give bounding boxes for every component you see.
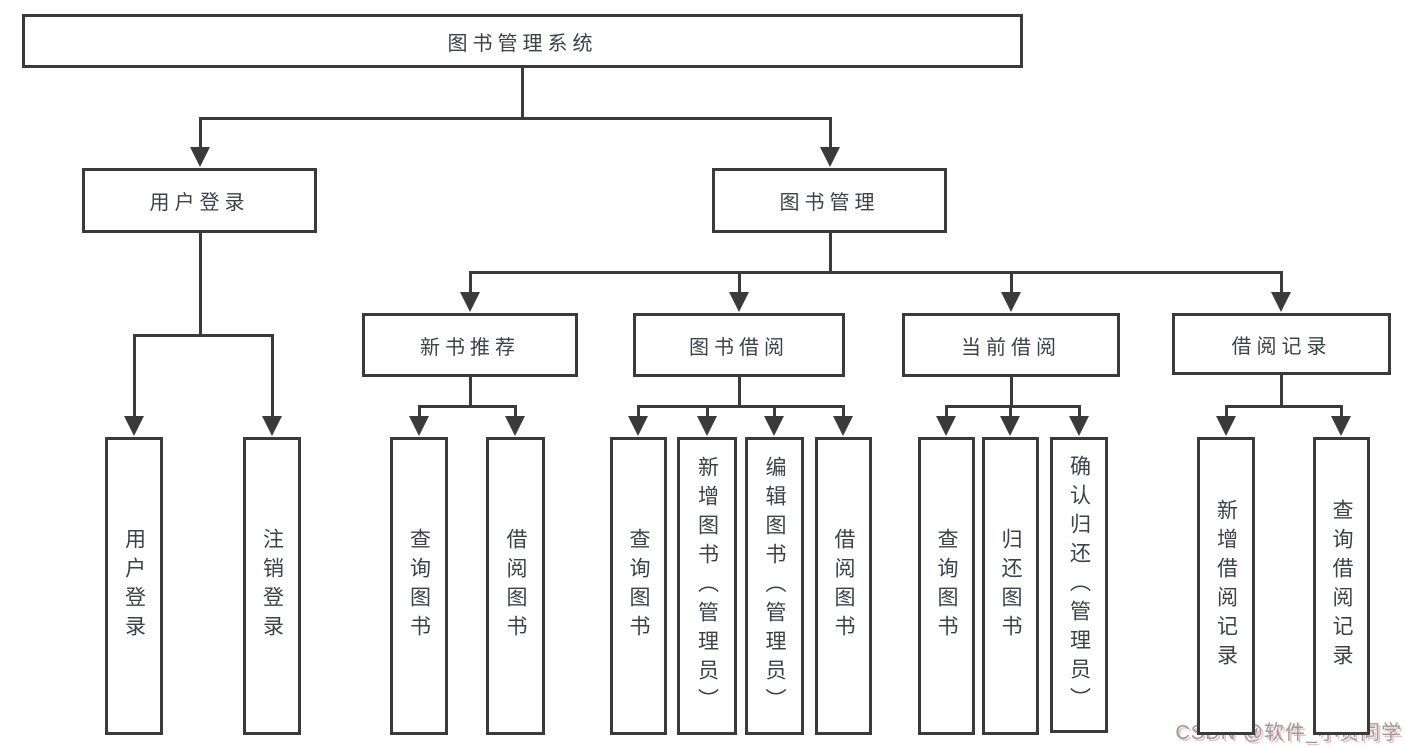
node-nbr-query: 查询图书	[390, 437, 448, 735]
node-bb-add: 新增图书（管理员）	[677, 437, 737, 735]
node-cb-query: 查询图书	[918, 437, 975, 735]
node-br-add-label: 新增借阅记录	[1214, 499, 1238, 673]
node-book-borrow-label: 图书借阅	[689, 336, 789, 359]
arrow-down-icon	[1069, 416, 1089, 436]
arrow-down-icon	[460, 292, 480, 312]
node-borrow-records-label: 借阅记录	[1231, 335, 1332, 358]
connector-line	[133, 334, 273, 337]
node-user-login: 用户登录	[105, 437, 163, 735]
connector-line	[1010, 271, 1013, 294]
node-logout: 注销登录	[243, 437, 301, 735]
node-root: 图书管理系统	[22, 14, 1023, 68]
arrow-down-icon	[1331, 416, 1351, 436]
node-book-mgmt-group: 图书管理	[712, 168, 947, 233]
connector-line	[469, 271, 1282, 274]
arrow-down-icon	[1001, 292, 1021, 312]
arrow-down-icon	[262, 416, 282, 436]
node-cb-confirm-label: 确认归还（管理员）	[1067, 454, 1091, 716]
node-book-borrow: 图书借阅	[633, 313, 845, 377]
connector-line	[199, 117, 831, 120]
connector-line	[829, 117, 832, 149]
arrow-down-icon	[820, 147, 840, 167]
connector-line	[418, 405, 516, 408]
arrow-down-icon	[1000, 416, 1020, 436]
connector-line	[1010, 377, 1013, 408]
node-br-add: 新增借阅记录	[1197, 437, 1255, 735]
arrow-down-icon	[1216, 416, 1236, 436]
arrow-down-icon	[505, 416, 525, 436]
arrow-down-icon	[1271, 292, 1291, 312]
node-bb-query-label: 查询图书	[627, 528, 650, 644]
arrow-down-icon	[833, 416, 853, 436]
arrow-down-icon	[697, 416, 717, 436]
node-borrow-records: 借阅记录	[1172, 313, 1391, 375]
node-cb-query-label: 查询图书	[935, 528, 958, 644]
connector-line	[945, 405, 1080, 408]
node-logout-label: 注销登录	[260, 528, 284, 644]
node-br-query-label: 查询借阅记录	[1330, 499, 1353, 673]
connector-line	[738, 377, 741, 408]
connector-line	[1280, 271, 1283, 294]
connector-line	[829, 233, 832, 274]
connector-line	[842, 405, 845, 418]
connector-line	[469, 271, 472, 294]
connector-line	[469, 377, 472, 408]
node-book-mgmt-group-label: 图书管理	[779, 192, 880, 214]
connector-line	[199, 233, 202, 337]
node-nbr-query-label: 查询图书	[407, 528, 431, 644]
connector-line	[199, 117, 202, 149]
connector-line	[521, 68, 524, 120]
node-bb-borrow-label: 借阅图书	[832, 528, 855, 644]
node-user-login-group: 用户登录	[82, 168, 317, 233]
node-nbr-borrow-label: 借阅图书	[504, 528, 527, 644]
connector-line	[1225, 405, 1342, 408]
node-current-borrow-label: 当前借阅	[961, 336, 1061, 359]
connector-line	[1280, 375, 1283, 408]
connector-line	[773, 405, 776, 418]
node-br-query: 查询借阅记录	[1313, 437, 1370, 735]
node-bb-query: 查询图书	[610, 437, 667, 735]
node-bb-edit-label: 编辑图书（管理员）	[763, 455, 786, 717]
node-new-book-rec: 新书推荐	[362, 313, 578, 377]
arrow-down-icon	[409, 416, 429, 436]
connector-line	[738, 271, 741, 294]
node-user-login-group-label: 用户登录	[149, 192, 250, 214]
connector-line	[1225, 405, 1228, 418]
arrow-down-icon	[628, 416, 648, 436]
connector-line	[1340, 405, 1343, 418]
connector-line	[637, 405, 640, 418]
connector-line	[133, 334, 136, 418]
node-user-login-label: 用户登录	[122, 528, 146, 644]
connector-line	[418, 405, 421, 418]
node-current-borrow: 当前借阅	[902, 313, 1120, 377]
connector-line	[1009, 405, 1012, 418]
node-cb-return: 归还图书	[982, 437, 1039, 735]
connector-line	[945, 405, 948, 418]
connector-line	[1078, 405, 1081, 418]
node-bb-edit: 编辑图书（管理员）	[745, 437, 804, 735]
connector-line	[271, 334, 274, 418]
connector-line	[706, 405, 709, 418]
node-bb-add-label: 新增图书（管理员）	[695, 455, 719, 717]
arrow-down-icon	[124, 416, 144, 436]
node-cb-return-label: 归还图书	[999, 528, 1022, 644]
arrow-down-icon	[729, 292, 749, 312]
arrow-down-icon	[936, 416, 956, 436]
connector-line	[514, 405, 517, 418]
node-bb-borrow: 借阅图书	[815, 437, 872, 735]
node-cb-confirm: 确认归还（管理员）	[1050, 437, 1108, 733]
arrow-down-icon	[190, 147, 210, 167]
connector-line	[637, 405, 844, 408]
arrow-down-icon	[764, 416, 784, 436]
node-new-book-rec-label: 新书推荐	[420, 336, 520, 359]
node-root-label: 图书管理系统	[447, 32, 598, 55]
node-nbr-borrow: 借阅图书	[486, 437, 545, 735]
